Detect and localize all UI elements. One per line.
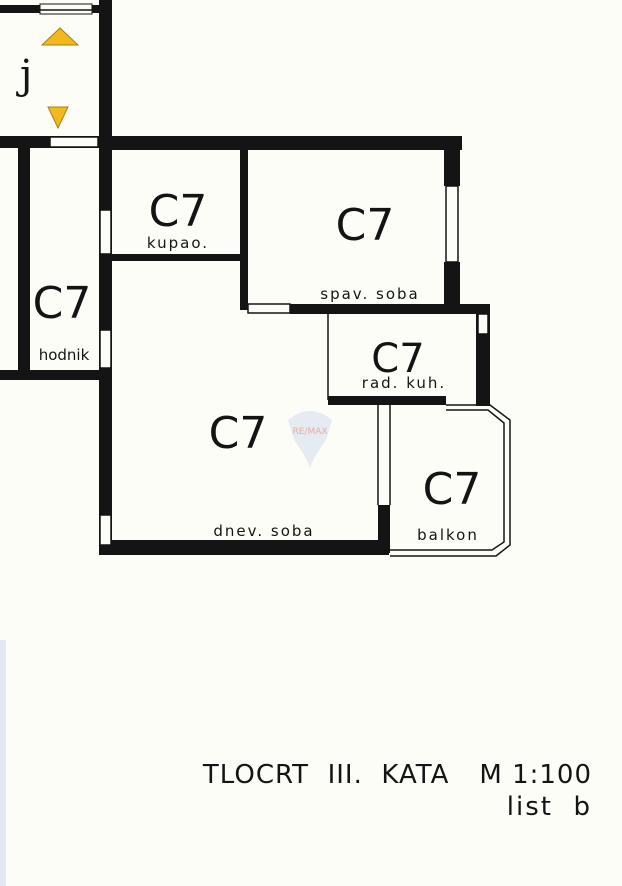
balcony-outline — [390, 404, 511, 557]
room-label: dnev. soba — [213, 522, 314, 540]
corridor-door-gap — [99, 329, 112, 369]
room-dnev-soba: C7 dnev. soba — [209, 408, 314, 540]
room-code: C7 — [33, 278, 92, 329]
living-bottom-wall — [99, 540, 389, 555]
room-label: spav. soba — [320, 285, 419, 303]
title-line: TLOCRT III. KATA M 1:100 — [203, 758, 592, 792]
bedroom-right-wall-upper — [444, 136, 460, 186]
corridor-left-wall — [18, 146, 30, 378]
room-spav-soba: C7 spav. soba — [320, 200, 419, 303]
bedroom-door-gap — [247, 303, 291, 314]
bath-door-gap — [99, 209, 112, 255]
plan-title: TLOCRT III. KATA — [202, 760, 450, 790]
room-balkon: C7 balkon — [417, 464, 481, 544]
watermark: RE/MAX — [288, 411, 332, 470]
living-right-wall-lower — [378, 505, 390, 553]
bedroom-right-wall-lower — [444, 262, 460, 308]
room-code: C7 — [371, 336, 424, 382]
top-wall — [99, 136, 462, 150]
room-label: hodnik — [39, 346, 90, 364]
up-arrow-icon — [40, 27, 80, 46]
room-rad-kuh: C7 rad. kuh. — [362, 336, 446, 392]
room-code: C7 — [336, 200, 395, 251]
room-label: balkon — [417, 526, 479, 544]
plan-scale: M 1:100 — [479, 760, 592, 790]
kitchen-bottom-wall — [328, 396, 446, 405]
room-hodnik: C7 hodnik — [33, 278, 92, 364]
living-window — [99, 514, 112, 546]
bedroom-bottom-wall — [290, 304, 490, 314]
page-edge-shadow — [0, 640, 6, 886]
bedroom-window — [445, 185, 459, 263]
room-code: C7 — [423, 464, 482, 515]
stair-label: j — [16, 52, 32, 98]
balcony-inner-outline — [390, 409, 505, 551]
title-block: TLOCRT III. KATA M 1:100 list b — [203, 758, 592, 822]
room-code: C7 — [209, 408, 268, 459]
corridor-top-opening — [49, 136, 99, 148]
room-label: kupao. — [147, 234, 209, 252]
bath-bottom-wall — [112, 254, 242, 261]
kitchen-window — [477, 313, 489, 335]
watermark-text: RE/MAX — [292, 427, 327, 437]
room-label: rad. kuh. — [362, 374, 446, 392]
room-kupao: C7 kupao. — [147, 186, 209, 252]
main-vertical-wall — [99, 0, 112, 555]
bath-bedroom-wall — [240, 148, 248, 310]
stair-top-opening — [39, 3, 93, 15]
thin-walls — [0, 9, 511, 557]
down-arrow-icon — [47, 106, 69, 130]
sheet-label: list b — [506, 792, 592, 822]
watermark-balloon-icon — [288, 411, 332, 470]
stair-area: j — [0, 3, 100, 130]
corridor-bottom-wall — [0, 370, 112, 380]
room-code: C7 — [149, 186, 208, 237]
